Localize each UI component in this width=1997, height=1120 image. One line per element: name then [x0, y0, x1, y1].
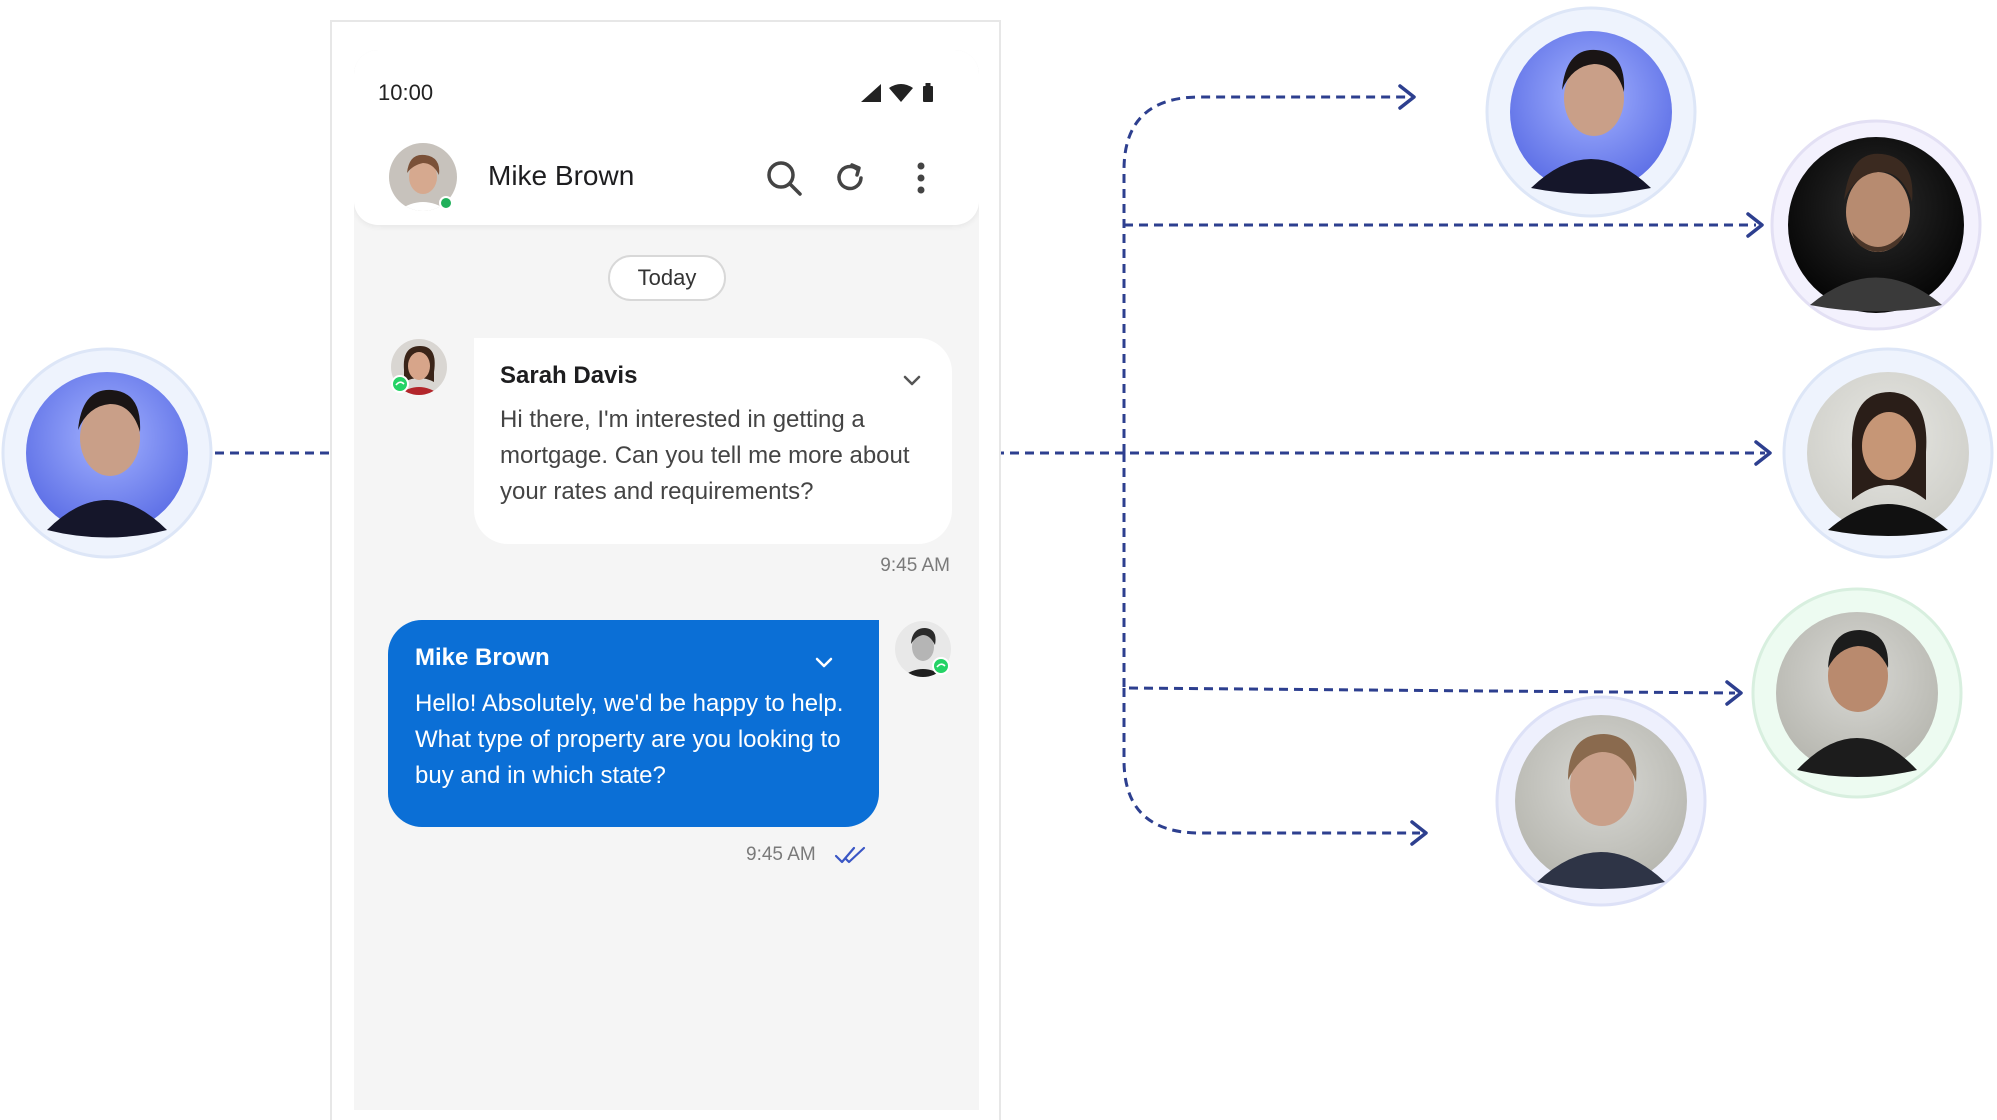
contact-avatar[interactable] — [389, 143, 457, 211]
refresh-icon — [837, 163, 863, 191]
message-text: Hello! Absolutely, we'd be happy to help… — [415, 690, 844, 789]
whatsapp-icon — [932, 657, 950, 675]
agent-avatar-1 — [1485, 6, 1697, 218]
message-sender: Sarah Davis — [500, 362, 638, 389]
sender-avatar-outgoing — [894, 620, 952, 678]
battery-icon — [923, 83, 933, 102]
message-menu-button[interactable] — [900, 368, 924, 397]
search-button[interactable] — [762, 156, 806, 200]
message-bubble-incoming[interactable] — [474, 338, 952, 544]
double-check-icon — [834, 845, 868, 870]
connector-branch-4 — [1122, 453, 1736, 695]
agent-avatar-5 — [1495, 695, 1707, 907]
refresh-button[interactable] — [828, 156, 872, 200]
search-icon — [767, 161, 802, 196]
agent-avatar-4 — [1751, 587, 1963, 799]
message-timestamp: 9:45 AM — [880, 555, 950, 576]
online-status-dot — [439, 196, 453, 210]
chat-header: 10:00 — [354, 50, 979, 225]
customer-avatar — [1, 347, 213, 559]
chat-screen: 10:00 — [354, 50, 979, 1110]
wifi-icon — [889, 84, 913, 102]
message-text: Hi there, I'm interested in getting a mo… — [500, 406, 910, 505]
chevron-down-icon — [815, 657, 833, 668]
contact-name: Mike Brown — [488, 160, 635, 191]
connector-branch-5 — [1122, 688, 1420, 835]
message-timestamp: 9:45 AM — [746, 844, 816, 865]
message-menu-button[interactable] — [812, 650, 836, 679]
whatsapp-icon — [391, 375, 409, 393]
more-vertical-icon — [917, 162, 925, 194]
agent-avatar-2 — [1770, 119, 1982, 331]
message-bubble-outgoing[interactable] — [388, 620, 879, 827]
agent-avatar-3 — [1782, 347, 1994, 559]
message-sender: Mike Brown — [415, 644, 550, 671]
status-time: 10:00 — [378, 80, 434, 105]
date-divider: Today — [608, 255, 726, 301]
sender-avatar-incoming — [390, 338, 448, 396]
chevron-down-icon — [903, 375, 921, 386]
status-icons — [859, 82, 935, 109]
connector-branch-1 — [1122, 95, 1408, 453]
more-options-button[interactable] — [899, 156, 943, 200]
signal-icon — [861, 84, 881, 102]
